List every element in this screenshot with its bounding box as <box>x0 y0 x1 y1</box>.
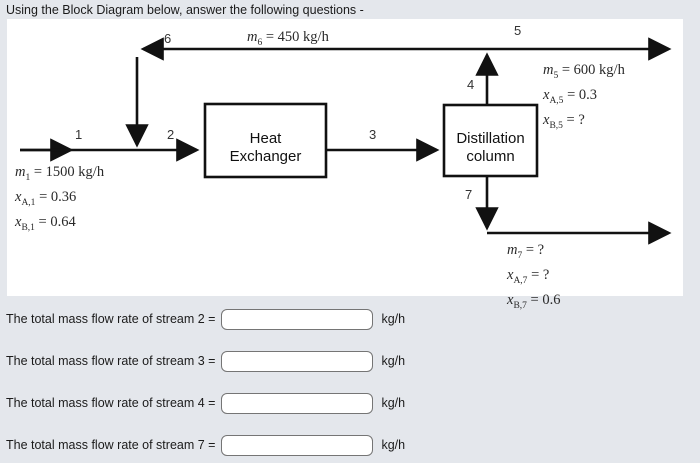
unit-label-stream-3: kg/h <box>381 354 406 368</box>
stream5-m-subscript: 5 <box>553 70 559 81</box>
stream6-spec: m6 = 450 kg/h <box>247 28 329 53</box>
stream1-xb-subscript: B,1 <box>21 222 35 233</box>
stream5-xa-value: = 0.3 <box>567 86 597 103</box>
heat-exchanger-label: Heat Exchanger <box>209 130 322 166</box>
stream1-xb-value: = 0.64 <box>38 213 76 230</box>
stream5-xb-value: = ? <box>566 111 585 128</box>
distillation-column-label-line2: column <box>466 148 515 165</box>
stream7-xb-value: = 0.6 <box>530 291 561 308</box>
stream7-xb: xB,7 = 0.6 <box>507 291 560 316</box>
stream1-m-value: = 1500 kg/h <box>33 164 105 180</box>
stream6-m-subscript: 6 <box>257 37 263 48</box>
stream1-xa-value: = 0.36 <box>39 188 77 205</box>
stream7-m-symbol: m <box>507 242 518 258</box>
question-label-stream-3: The total mass flow rate of stream 3 = <box>6 354 216 368</box>
stream-label-2: 2 <box>167 127 175 142</box>
stream-label-3: 3 <box>369 127 377 142</box>
stream1-xa-subscript: A,1 <box>21 197 36 208</box>
stream6-m-value: = 450 kg/h <box>265 29 329 45</box>
answer-input-stream-2[interactable] <box>221 308 374 330</box>
answer-input-stream-4[interactable] <box>221 392 374 414</box>
stream7-spec: m7 = ? xA,7 = ? xB,7 = 0.6 <box>507 241 560 316</box>
question-label-stream-2: The total mass flow rate of stream 2 = <box>6 312 216 326</box>
answer-input-stream-3[interactable] <box>221 350 374 372</box>
stream5-mass-flow: m5 = 600 kg/h <box>543 61 625 86</box>
prompt-text: Using the Block Diagram below, answer th… <box>6 3 364 17</box>
stream-label-7: 7 <box>465 187 473 202</box>
unit-label-stream-4: kg/h <box>381 396 406 410</box>
stream7-xa-symbol: x <box>507 266 514 283</box>
stream1-xa-symbol: x <box>15 188 22 205</box>
block-diagram-panel: Heat Exchanger Distillation column 1 2 3… <box>7 19 683 311</box>
stream7-m-value: = ? <box>525 242 545 258</box>
answer-input-stream-7[interactable] <box>221 434 374 456</box>
question-row-stream-2: The total mass flow rate of stream 2 = k… <box>6 306 405 332</box>
distillation-column-label-line1: Distillation <box>456 130 525 147</box>
heat-exchanger-box <box>203 102 328 179</box>
heat-exchanger-label-line2: Exchanger <box>229 148 302 165</box>
stream7-xa-value: = ? <box>531 266 550 283</box>
stream1-xa: xA,1 = 0.36 <box>15 188 104 213</box>
stream1-spec: m1 = 1500 kg/h xA,1 = 0.36 xB,1 = 0.64 <box>15 163 104 238</box>
stream5-xa-subscript: A,5 <box>549 95 564 106</box>
stream5-xa-symbol: x <box>543 86 550 103</box>
stream-label-1: 1 <box>75 127 83 142</box>
stream1-m-subscript: 1 <box>25 172 31 183</box>
stream7-mass-flow: m7 = ? <box>507 241 560 266</box>
question-label-stream-7: The total mass flow rate of stream 7 = <box>6 438 216 452</box>
stream5-xb-symbol: x <box>543 111 550 128</box>
stream7-xa: xA,7 = ? <box>507 266 560 291</box>
unit-label-stream-7: kg/h <box>381 438 406 452</box>
stream1-mass-flow: m1 = 1500 kg/h <box>15 163 104 188</box>
heat-exchanger-label-line1: Heat <box>249 130 282 147</box>
distillation-column-box <box>442 103 539 178</box>
stream1-m-symbol: m <box>15 164 26 180</box>
stream1-xb-symbol: x <box>15 213 22 230</box>
stream-label-5: 5 <box>514 23 522 38</box>
stream5-xb-subscript: B,5 <box>549 120 563 131</box>
stream7-xb-symbol: x <box>507 291 514 308</box>
question-row-stream-4: The total mass flow rate of stream 4 = k… <box>6 390 405 416</box>
distillation-column-label: Distillation column <box>445 130 536 166</box>
stream5-spec: m5 = 600 kg/h xA,5 = 0.3 xB,5 = ? <box>543 61 625 136</box>
question-row-stream-7: The total mass flow rate of stream 7 = k… <box>6 432 405 458</box>
stream5-xa: xA,5 = 0.3 <box>543 86 625 111</box>
question-label-stream-4: The total mass flow rate of stream 4 = <box>6 396 216 410</box>
stream7-xb-subscript: B,7 <box>513 300 527 311</box>
stream5-m-value: = 600 kg/h <box>561 62 625 78</box>
stream6-mass-flow: m6 = 450 kg/h <box>247 28 329 53</box>
stream-label-6: 6 <box>164 31 172 46</box>
stream5-m-symbol: m <box>543 62 554 78</box>
question-row-stream-3: The total mass flow rate of stream 3 = k… <box>6 348 405 374</box>
stream-label-4: 4 <box>467 77 475 92</box>
stream6-m-symbol: m <box>247 29 258 45</box>
block-diagram-graphic <box>20 37 672 245</box>
unit-label-stream-2: kg/h <box>381 312 406 326</box>
stream7-xa-subscript: A,7 <box>513 275 528 286</box>
stream5-xb: xB,5 = ? <box>543 111 625 136</box>
stream7-m-subscript: 7 <box>517 250 523 261</box>
stream1-xb: xB,1 = 0.64 <box>15 213 104 238</box>
